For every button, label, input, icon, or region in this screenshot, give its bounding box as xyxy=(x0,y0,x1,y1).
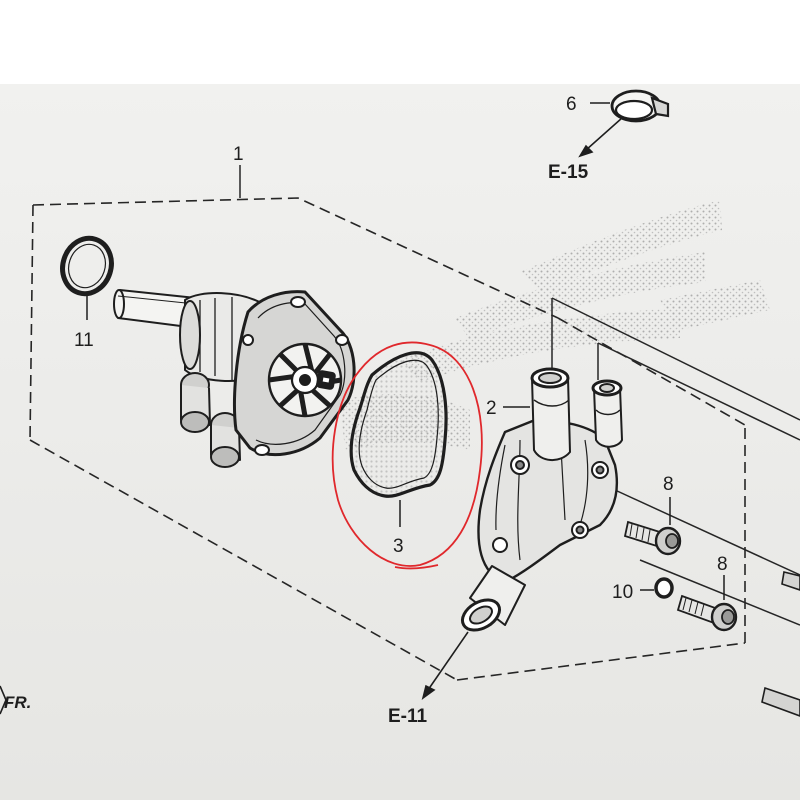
arrow-to-e11 xyxy=(421,631,469,700)
reference-e11: E-11 xyxy=(388,706,428,727)
edge-bolt-fragments xyxy=(761,571,800,717)
sub-boundary-lines xyxy=(551,297,800,626)
callout-8-lower: 8 xyxy=(717,554,728,575)
callout-8-upper: 8 xyxy=(663,474,674,495)
part-8-bolt-lower xyxy=(676,575,738,632)
part-6-hose-clamp xyxy=(590,89,670,123)
front-direction-marker: FR. xyxy=(0,685,31,715)
arrow-to-e15 xyxy=(578,117,623,158)
callout-10: 10 xyxy=(612,582,633,603)
part-1-water-pump xyxy=(113,289,356,468)
callout-6: 6 xyxy=(566,94,577,115)
part-8-bolt-upper xyxy=(623,497,682,556)
callout-11: 11 xyxy=(74,330,94,351)
front-direction-label: FR. xyxy=(4,693,31,712)
callout-3: 3 xyxy=(393,536,404,557)
part-10-washer xyxy=(640,577,674,599)
part-2-pump-cover xyxy=(461,367,623,632)
part-11-o-ring xyxy=(60,235,114,320)
highlight-circle-part-3 xyxy=(331,341,483,570)
callout-1: 1 xyxy=(233,144,244,165)
assembly-boundary-dashed xyxy=(29,197,746,681)
part-3-gasket xyxy=(349,351,448,527)
reference-e15: E-15 xyxy=(548,162,589,183)
callout-2: 2 xyxy=(486,398,497,419)
